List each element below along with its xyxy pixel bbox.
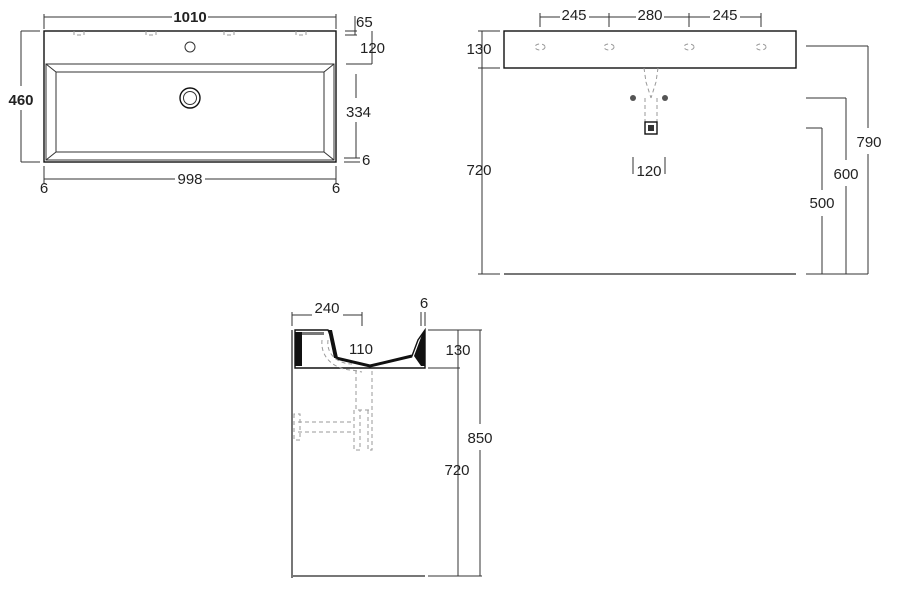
dim-hole-spacing-right: 245 bbox=[712, 7, 737, 24]
mounting-holes bbox=[534, 43, 767, 51]
mounting-marks bbox=[73, 31, 307, 36]
dim-overall-width: 1010 bbox=[173, 9, 206, 26]
basin-outline bbox=[43, 30, 337, 163]
tap-hole-icon bbox=[184, 41, 196, 53]
dim-rim-left: 6 bbox=[40, 180, 48, 197]
dim-drain-height: 500 bbox=[809, 195, 834, 212]
dim-rim-right: 6 bbox=[332, 180, 340, 197]
side-view: 240 6 110 130 850 720 bbox=[291, 295, 493, 578]
waste-pipe bbox=[643, 67, 659, 122]
dim-deck-depth: 120 bbox=[360, 40, 385, 57]
dim-overall-depth: 460 bbox=[8, 92, 33, 109]
front-view: 245 280 245 130 720 790 600 500 120 bbox=[466, 7, 882, 275]
bowl-inner bbox=[55, 71, 325, 153]
bowl-outer bbox=[45, 63, 335, 161]
dim-mount-height: 720 bbox=[466, 162, 491, 179]
dim-side-basin-height: 130 bbox=[445, 342, 470, 359]
dim-waste-spacing: 120 bbox=[636, 163, 661, 180]
dim-side-mount-height: 720 bbox=[444, 462, 469, 479]
top-view: 1010 460 65 120 334 6 998 6 6 bbox=[8, 9, 385, 197]
dim-depth: 240 bbox=[314, 300, 339, 317]
pipe-bolts bbox=[630, 95, 668, 101]
dim-rim-thickness: 6 bbox=[420, 295, 428, 312]
dim-rim-bottom: 6 bbox=[362, 152, 370, 169]
dim-overall-height: 790 bbox=[856, 134, 881, 151]
dim-hole-spacing-middle: 280 bbox=[637, 7, 662, 24]
basin-front bbox=[503, 30, 797, 69]
drain-icon bbox=[179, 87, 201, 109]
dim-bowl-offset: 110 bbox=[349, 341, 373, 358]
dim-bowl-depth: 334 bbox=[346, 104, 371, 121]
dim-inner-width: 998 bbox=[177, 171, 202, 188]
dim-basin-height: 130 bbox=[466, 41, 491, 58]
dim-side-overall-height: 850 bbox=[467, 430, 492, 447]
dim-back-edge: 65 bbox=[356, 14, 373, 31]
trap-section bbox=[293, 339, 373, 451]
dim-hole-spacing-left: 245 bbox=[561, 7, 586, 24]
dim-tap-height: 600 bbox=[833, 166, 858, 183]
trap-icon bbox=[644, 121, 658, 135]
